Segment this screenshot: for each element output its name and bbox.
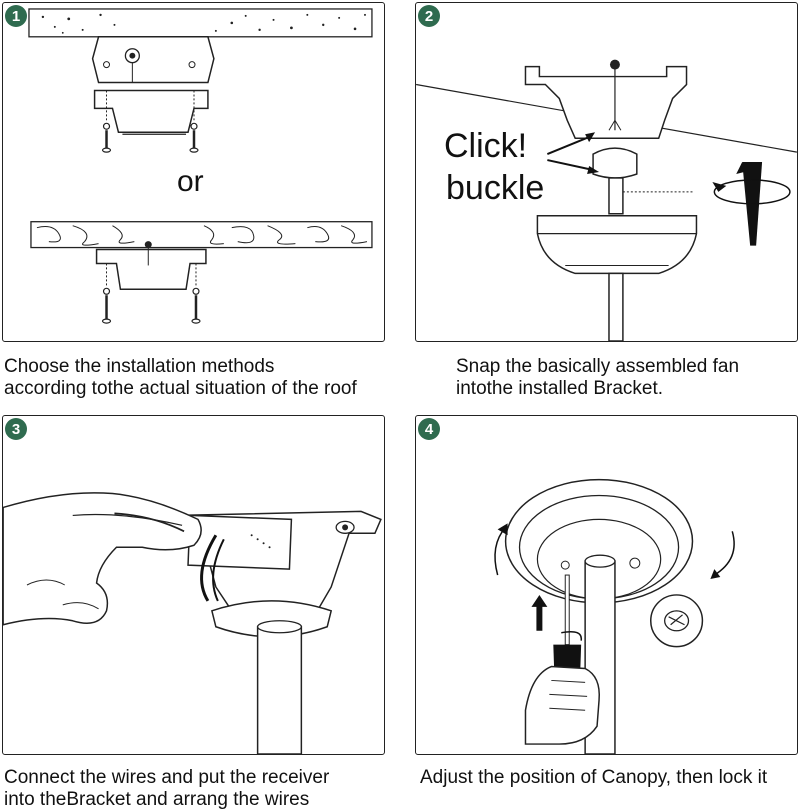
step-3-caption: Connect the wires and put the receiver i… [4,767,329,811]
fan-canopy [536,214,698,275]
step-2-badge: 2 [418,5,440,27]
step-3-caption-line-1: Connect the wires and put the receiver [4,767,330,788]
junction-box [91,36,215,84]
buckle-label: buckle [446,169,545,207]
hand [3,492,202,626]
step-2-panel: 2 Click! buckle [415,2,798,342]
screws-top [101,122,199,153]
ceiling-bracket [524,65,688,139]
step-2-illustration [416,59,797,341]
step-1-caption-line-2: according tothe actual situation of the … [4,378,357,399]
step-1-caption-line-1: Choose the installation methods [4,356,275,377]
step-1-badge: 1 [5,5,27,27]
step-3-illustration [3,492,382,754]
step-4-illustration [494,478,735,754]
step-1-panel: 1 [2,2,385,342]
ball-joint [592,147,638,179]
ceiling-strip [28,8,373,38]
mounting-bracket-lower [95,248,207,291]
step-2-caption: Snap the basically assembled fan intothe… [456,356,739,400]
mounting-bracket [93,89,209,133]
step-3-caption-line-2: into theBracket and arrang the wires [4,789,310,810]
step-4-caption-line-1: Adjust the position of Canopy, then lock… [420,767,768,788]
screws-bottom [101,287,201,324]
or-separator: or [177,165,204,198]
step-3-badge: 3 [5,418,27,440]
receiver-box [187,514,293,570]
hand [524,665,601,745]
step-3-panel: 3 [2,415,385,755]
rotate-icon [712,162,791,246]
click-label: Click! [444,127,528,165]
wood-ceiling-strip [30,221,373,249]
step-1-illustration [28,8,373,324]
step-4-caption: Adjust the position of Canopy, then lock… [420,767,767,789]
step-2-caption-line-2: intothe installed Bracket. [456,378,664,399]
step-1-caption: Choose the installation methods accordin… [4,356,357,400]
up-arrow-icon [531,594,548,631]
downrod [256,626,303,754]
step-4-badge: 4 [418,418,440,440]
step-4-panel: 4 [415,415,798,755]
step-2-caption-line-1: Snap the basically assembled fan [456,356,740,377]
